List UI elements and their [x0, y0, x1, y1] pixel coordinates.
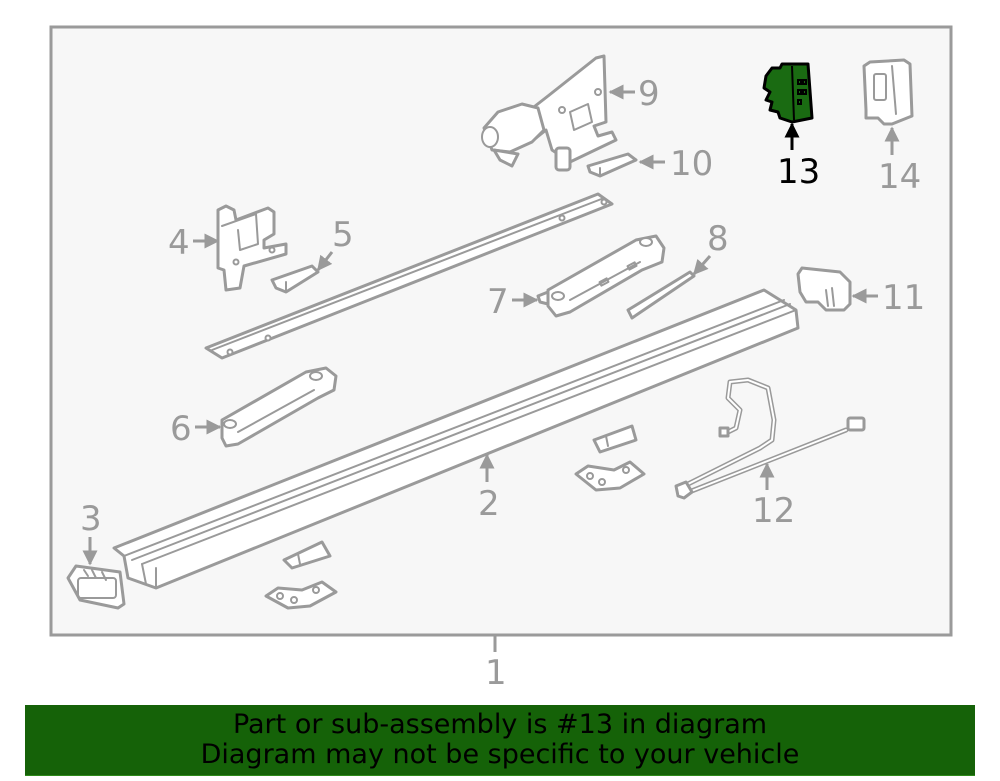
callout-2[interactable]: 2 — [478, 484, 500, 524]
part-9-motor-bracket[interactable] — [481, 54, 618, 172]
part-small-bracket-upper[interactable] — [592, 424, 638, 454]
callout-5-leader — [316, 251, 334, 272]
part-7-front-arm[interactable] — [536, 234, 666, 318]
part-12-wiring-harness[interactable] — [674, 377, 866, 500]
part-plate-lower[interactable] — [264, 580, 338, 610]
callout-3[interactable]: 3 — [80, 499, 102, 539]
callout-6[interactable]: 6 — [170, 409, 192, 449]
banner-line-part-number: Part or sub-assembly is #13 in diagram — [232, 709, 768, 740]
callout-14[interactable]: 14 — [878, 157, 921, 197]
part-3-end-cap[interactable] — [66, 564, 126, 610]
part-14-bracket[interactable] — [862, 58, 914, 126]
callout-13[interactable]: 13 — [777, 152, 820, 192]
parts-diagram: 1 9 10 13 14 — [49, 25, 953, 693]
part-10-clip[interactable] — [586, 152, 638, 178]
callout-11[interactable]: 11 — [882, 278, 925, 318]
part-11-end-cap[interactable] — [796, 266, 852, 312]
callout-12[interactable]: 12 — [752, 491, 795, 531]
callout-5[interactable]: 5 — [332, 215, 354, 255]
part-small-bracket-lower[interactable] — [282, 540, 332, 570]
part-2-running-board[interactable] — [112, 288, 800, 590]
part-8-trim-strip[interactable] — [626, 270, 696, 320]
callout-1[interactable]: 1 — [485, 653, 507, 693]
callout-7[interactable]: 7 — [487, 282, 509, 322]
part-plate-upper[interactable] — [574, 460, 646, 492]
part-6-rear-arm[interactable] — [220, 366, 338, 448]
callout-9[interactable]: 9 — [638, 74, 660, 114]
info-banner: Part or sub-assembly is #13 in diagram D… — [25, 705, 975, 776]
part-5-clip[interactable] — [270, 264, 320, 294]
callout-4[interactable]: 4 — [168, 223, 190, 263]
part-4-mounting-bracket[interactable] — [216, 204, 288, 292]
part-13-control-module[interactable] — [762, 62, 814, 124]
banner-line-disclaimer: Diagram may not be specific to your vehi… — [200, 739, 800, 770]
callout-8-leader — [692, 255, 712, 276]
callout-8[interactable]: 8 — [707, 219, 729, 259]
callout-10[interactable]: 10 — [670, 144, 713, 184]
part-rail[interactable] — [204, 192, 614, 360]
